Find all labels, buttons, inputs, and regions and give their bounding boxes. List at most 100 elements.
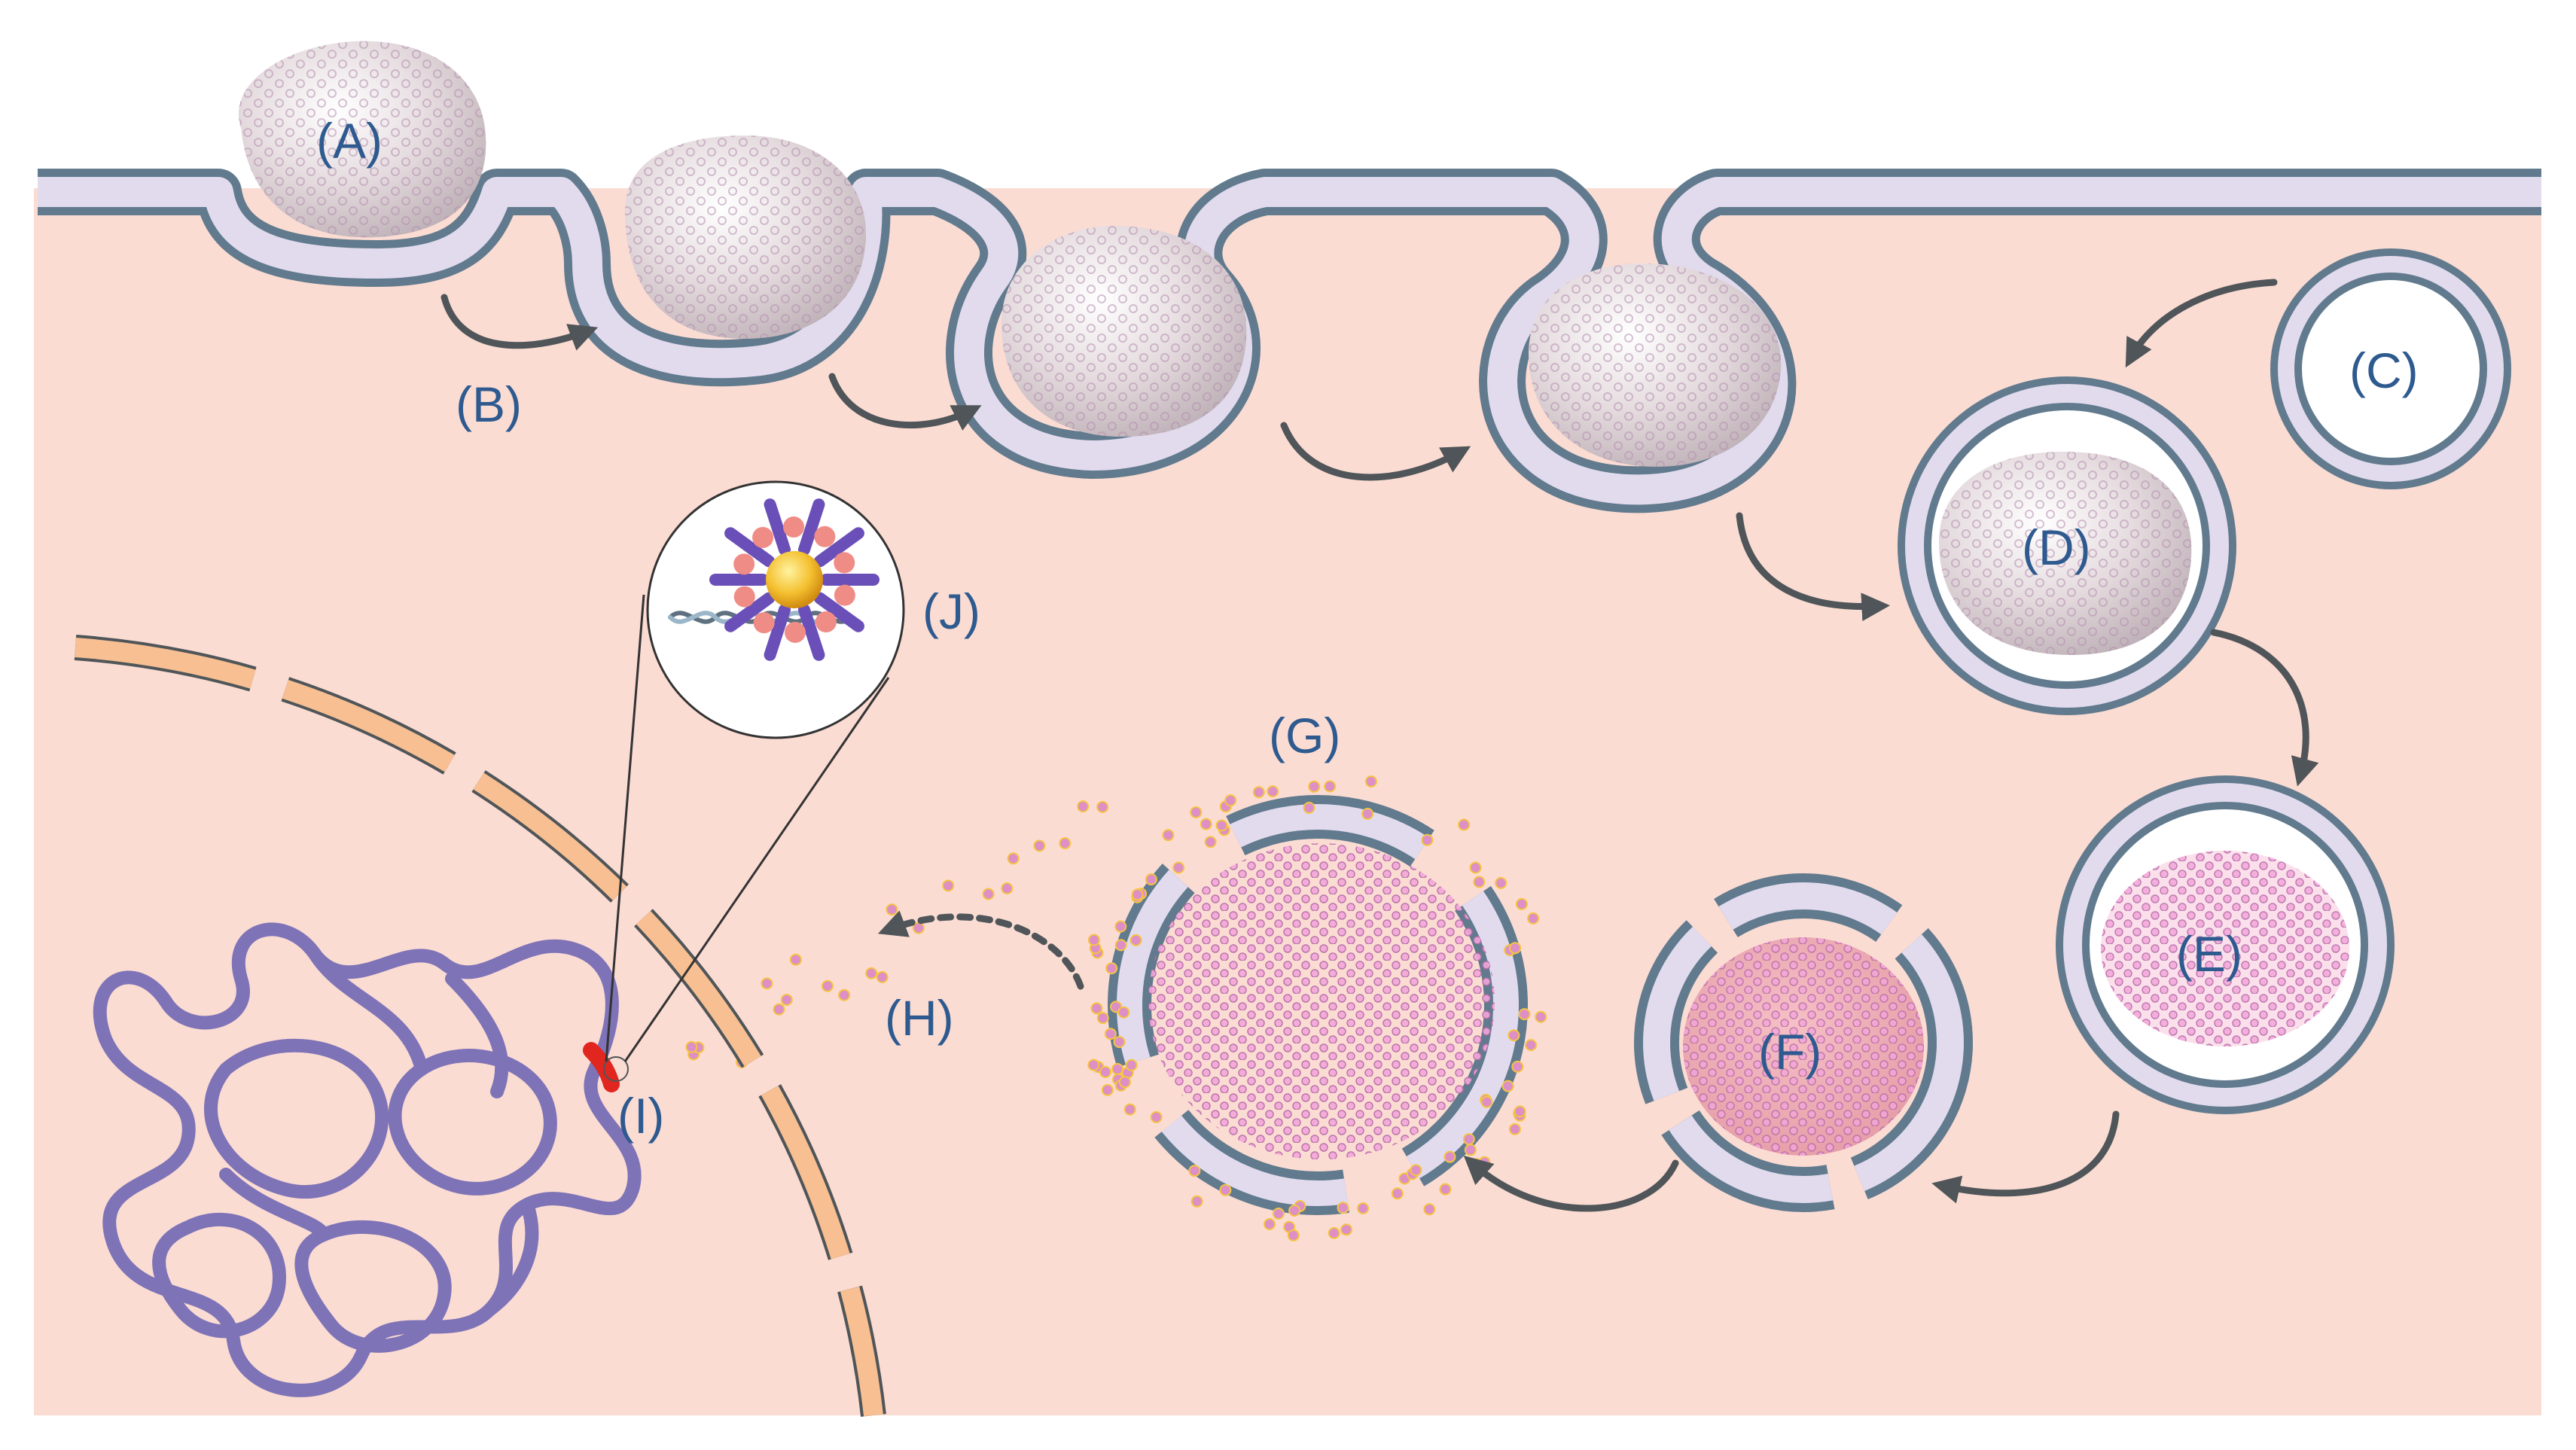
nanoparticle-dot (1473, 876, 1486, 888)
nanoparticle-dot (1007, 852, 1020, 865)
ligand-strand (764, 498, 791, 556)
nanoparticle-dot (1340, 1223, 1352, 1236)
nanoparticle-inset-j (646, 480, 905, 739)
surface-ligands (709, 498, 879, 661)
ligand-protein (815, 611, 837, 633)
arrow-c-to-d (1280, 422, 1471, 481)
nanoparticle-dot (1104, 1028, 1117, 1040)
nanoparticle-dot (1287, 1229, 1300, 1241)
nanoparticle-dot (1423, 1203, 1436, 1216)
nanoparticle-dot (1508, 1123, 1521, 1135)
nanoparticle-dot (1224, 794, 1237, 807)
gold-core (766, 551, 823, 608)
nanoparticle-dot (1458, 818, 1471, 831)
nanoparticle-dot (886, 903, 898, 916)
nanoparticle-dot (761, 977, 773, 990)
arrow-d-to-endosome (1736, 512, 1891, 622)
nanoparticle-dot (1518, 1008, 1531, 1021)
nanoparticle-dot (1495, 876, 1507, 889)
nanoparticle-dot (1469, 861, 1482, 874)
process-arrows (441, 279, 2319, 1212)
nanoparticle-dot (1087, 1059, 1100, 1071)
nanoparticle-dot (1462, 1133, 1475, 1146)
ligand-strand (813, 527, 864, 568)
nanoparticle-dot (1219, 1183, 1232, 1196)
arrow-vesicle-to-d (2125, 279, 2278, 368)
ligand-protein (753, 612, 775, 634)
nanoparticle-dot (1105, 962, 1118, 975)
nanoparticle-dot (773, 1003, 785, 1016)
nanoparticle-dot (1527, 912, 1540, 925)
label-c: (C) (2349, 343, 2419, 398)
nanoparticle-dot (1145, 873, 1157, 885)
nanoparticle-dot (1129, 934, 1142, 946)
nanoparticle-dot (1535, 1010, 1547, 1023)
label-a: (A) (316, 113, 383, 169)
target-site-zoom-circle (603, 1056, 629, 1082)
nanoparticle-dot (1509, 942, 1522, 955)
dispersed-nanoparticles (685, 775, 1547, 1241)
nanoparticle-dot (1204, 836, 1217, 848)
nanoparticle-dot (1361, 808, 1374, 820)
nanoparticle-dot (1443, 1150, 1456, 1163)
nanoparticle-dot (1515, 897, 1528, 910)
nanoparticle-dot (1123, 1103, 1136, 1116)
nanoparticle-dot (1001, 882, 1014, 894)
nanoparticle-dot (1308, 780, 1321, 793)
ligand-protein (733, 553, 755, 575)
nanoparticle-dot (1111, 1063, 1124, 1075)
nanoparticle-dot (942, 879, 955, 892)
nanoparticle-dot (780, 994, 793, 1006)
label-i: (I) (617, 1088, 664, 1144)
nanoparticle-dot (1464, 1144, 1477, 1156)
nanoparticle-dot (1480, 1095, 1493, 1108)
nanoparticle-dot (1421, 833, 1434, 846)
ligand-protein (834, 584, 855, 606)
ligand-protein (784, 621, 806, 643)
nanoparticle-dot (1357, 1202, 1370, 1214)
ligand-protein (752, 526, 774, 548)
zoom-line-right (623, 677, 890, 1062)
label-h: (H) (885, 990, 954, 1046)
burst-vesicle-g (1108, 795, 1528, 1215)
nanoparticle-dot (1264, 1218, 1276, 1230)
nanoparticle-dot (821, 979, 834, 992)
ligand-protein (814, 525, 836, 547)
nanoparticle-dot (1364, 775, 1377, 787)
label-b: (B) (456, 376, 522, 432)
nanoparticle-dot (1190, 1195, 1203, 1208)
nanoparticle-dot (1059, 837, 1072, 850)
empty-vesicle-c (2270, 248, 2511, 489)
arrow-e-to-f (1931, 1110, 2120, 1204)
nanoparticle-dot (1096, 800, 1109, 813)
nanoparticle-dot (1200, 818, 1212, 830)
label-f: (F) (1758, 1024, 1821, 1080)
nanoparticle-dot (1077, 800, 1090, 813)
aggregate-b (625, 136, 866, 339)
nanoparticle-dot (876, 970, 889, 983)
nanoparticle-dot (1087, 934, 1100, 946)
nanoparticle-dot (789, 953, 802, 966)
nanoparticle-dot (1324, 780, 1337, 793)
nanoparticle-dot (1190, 806, 1203, 818)
nanoparticle-dot (1090, 1002, 1103, 1015)
arrow-b-to-c (828, 373, 982, 431)
nanoparticle-dot (1525, 1039, 1538, 1052)
nanoparticle-dot (1328, 1226, 1340, 1239)
nuclear-envelope (74, 635, 886, 1417)
arrow-a-to-b (441, 294, 599, 351)
ligand-protein (834, 552, 855, 574)
label-j: (J) (922, 583, 980, 639)
nanoparticle-dot (1507, 1029, 1520, 1042)
nanoparticle-dot (685, 1040, 698, 1053)
nanoparticle-dot (1117, 1006, 1130, 1019)
nanoparticle-dot (1514, 1105, 1526, 1118)
ligand-strand (813, 592, 864, 632)
nanoparticle-dot (1252, 786, 1265, 799)
aggregate-a (238, 41, 486, 238)
label-e: (E) (2176, 926, 2242, 982)
ruptured-vesicle-f (1634, 873, 1973, 1212)
ligand-strand (797, 603, 825, 661)
vesicle-e (2056, 775, 2395, 1114)
